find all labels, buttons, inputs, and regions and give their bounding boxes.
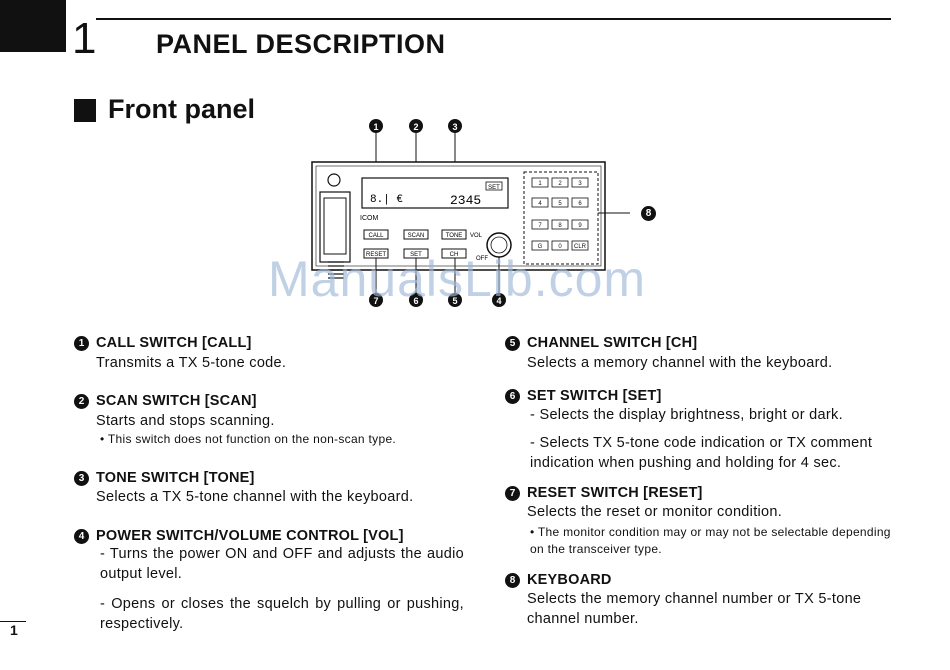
svg-text:0: 0 (558, 244, 562, 250)
item-8-text: Selects the memory channel number or TX … (527, 591, 862, 627)
item-4-number: 4 (74, 529, 89, 544)
svg-text:CH: CH (450, 252, 459, 258)
chapter-number: 1 (72, 14, 97, 63)
item-6-heading: SET SWITCH [SET] (527, 388, 662, 404)
callout-1: 1 (369, 119, 383, 133)
svg-text:G: G (538, 244, 543, 250)
svg-text:CLR: CLR (574, 244, 587, 250)
svg-text:TONE: TONE (446, 233, 463, 239)
lcd-display (361, 177, 509, 209)
callout-8-label: 8 (641, 206, 656, 221)
item-7-heading: RESET SWITCH [RESET] (527, 485, 703, 501)
item-1-number: 1 (74, 336, 89, 351)
item-2-heading: SCAN SWITCH [SCAN] (96, 393, 257, 409)
svg-text:8: 8 (558, 223, 562, 229)
svg-text:RESET: RESET (366, 252, 386, 258)
svg-text:1: 1 (373, 122, 378, 132)
item-3-number: 3 (74, 471, 89, 486)
svg-text:2: 2 (558, 181, 562, 187)
item-6-number: 6 (505, 389, 520, 404)
item-1-text: Transmits a TX 5-tone code. (96, 355, 287, 371)
chapter-title: PANEL DESCRIPTION (156, 29, 446, 59)
svg-text:2345: 2345 (450, 193, 481, 208)
svg-text:5: 5 (452, 296, 457, 306)
item-7-note: The monitor condition may or may not be … (530, 524, 894, 558)
svg-text:5: 5 (558, 201, 562, 207)
svg-text:SCAN: SCAN (408, 233, 425, 239)
svg-text:SET: SET (488, 185, 500, 191)
section-marker (74, 99, 96, 122)
svg-text:3: 3 (578, 181, 582, 187)
item-7-text: Selects the reset or monitor condition. (527, 504, 783, 520)
svg-text:VOL: VOL (470, 233, 483, 239)
svg-text:4: 4 (538, 201, 542, 207)
item-3-text: Selects a TX 5-tone channel with the key… (96, 489, 414, 505)
item-5-text: Selects a memory channel with the keyboa… (527, 355, 833, 371)
svg-text:4: 4 (496, 296, 501, 306)
item-5-number: 5 (505, 336, 520, 351)
svg-text:6: 6 (413, 296, 418, 306)
item-5-heading: CHANNEL SWITCH [CH] (527, 335, 698, 351)
item-1-heading: CALL SWITCH [CALL] (96, 335, 252, 351)
item-7-number: 7 (505, 486, 520, 501)
svg-text:ICOM: ICOM (360, 215, 378, 222)
item-6-text-2: Selects TX 5-tone code indication or TX … (530, 433, 896, 473)
svg-text:7: 7 (373, 296, 378, 306)
item-4-text-1: Turns the power ON and OFF and adjusts t… (100, 544, 464, 584)
svg-text:7: 7 (538, 223, 542, 229)
front-panel-diagram: 1 2 3 8.| € 2345 SET ICOM CALL SCAN TONE… (311, 119, 630, 307)
item-3-heading: TONE SWITCH [TONE] (96, 470, 255, 486)
item-8-heading: KEYBOARD (527, 572, 612, 588)
watermark: ManualsLib.com (268, 251, 647, 307)
chapter-tab (0, 0, 66, 52)
svg-text:9: 9 (578, 223, 582, 229)
svg-text:6: 6 (578, 201, 582, 207)
item-4-text-2: Opens or closes the squelch by pulling o… (100, 594, 464, 634)
item-2-text: Starts and stops scanning. (96, 413, 275, 429)
svg-text:2: 2 (413, 122, 418, 132)
section-title: Front panel (108, 94, 255, 124)
callout-2: 2 (409, 119, 423, 133)
callout-3: 3 (448, 119, 462, 133)
page-number: 1 (10, 622, 18, 638)
item-4-heading: POWER SWITCH/VOLUME CONTROL [VOL] (96, 528, 404, 544)
svg-text:1: 1 (538, 181, 542, 187)
item-2-note: This switch does not function on the non… (100, 432, 396, 446)
svg-text:OFF: OFF (476, 256, 488, 262)
svg-text:8.| €: 8.| € (370, 194, 403, 206)
item-2-number: 2 (74, 394, 89, 409)
svg-text:SET: SET (410, 252, 422, 258)
svg-text:3: 3 (452, 122, 457, 132)
page-number-rule (0, 621, 26, 622)
item-8-number: 8 (505, 573, 520, 588)
item-6-text-1: Selects the display brightness, bright o… (530, 405, 896, 425)
svg-text:CALL: CALL (368, 233, 384, 239)
header-rule (96, 18, 891, 20)
